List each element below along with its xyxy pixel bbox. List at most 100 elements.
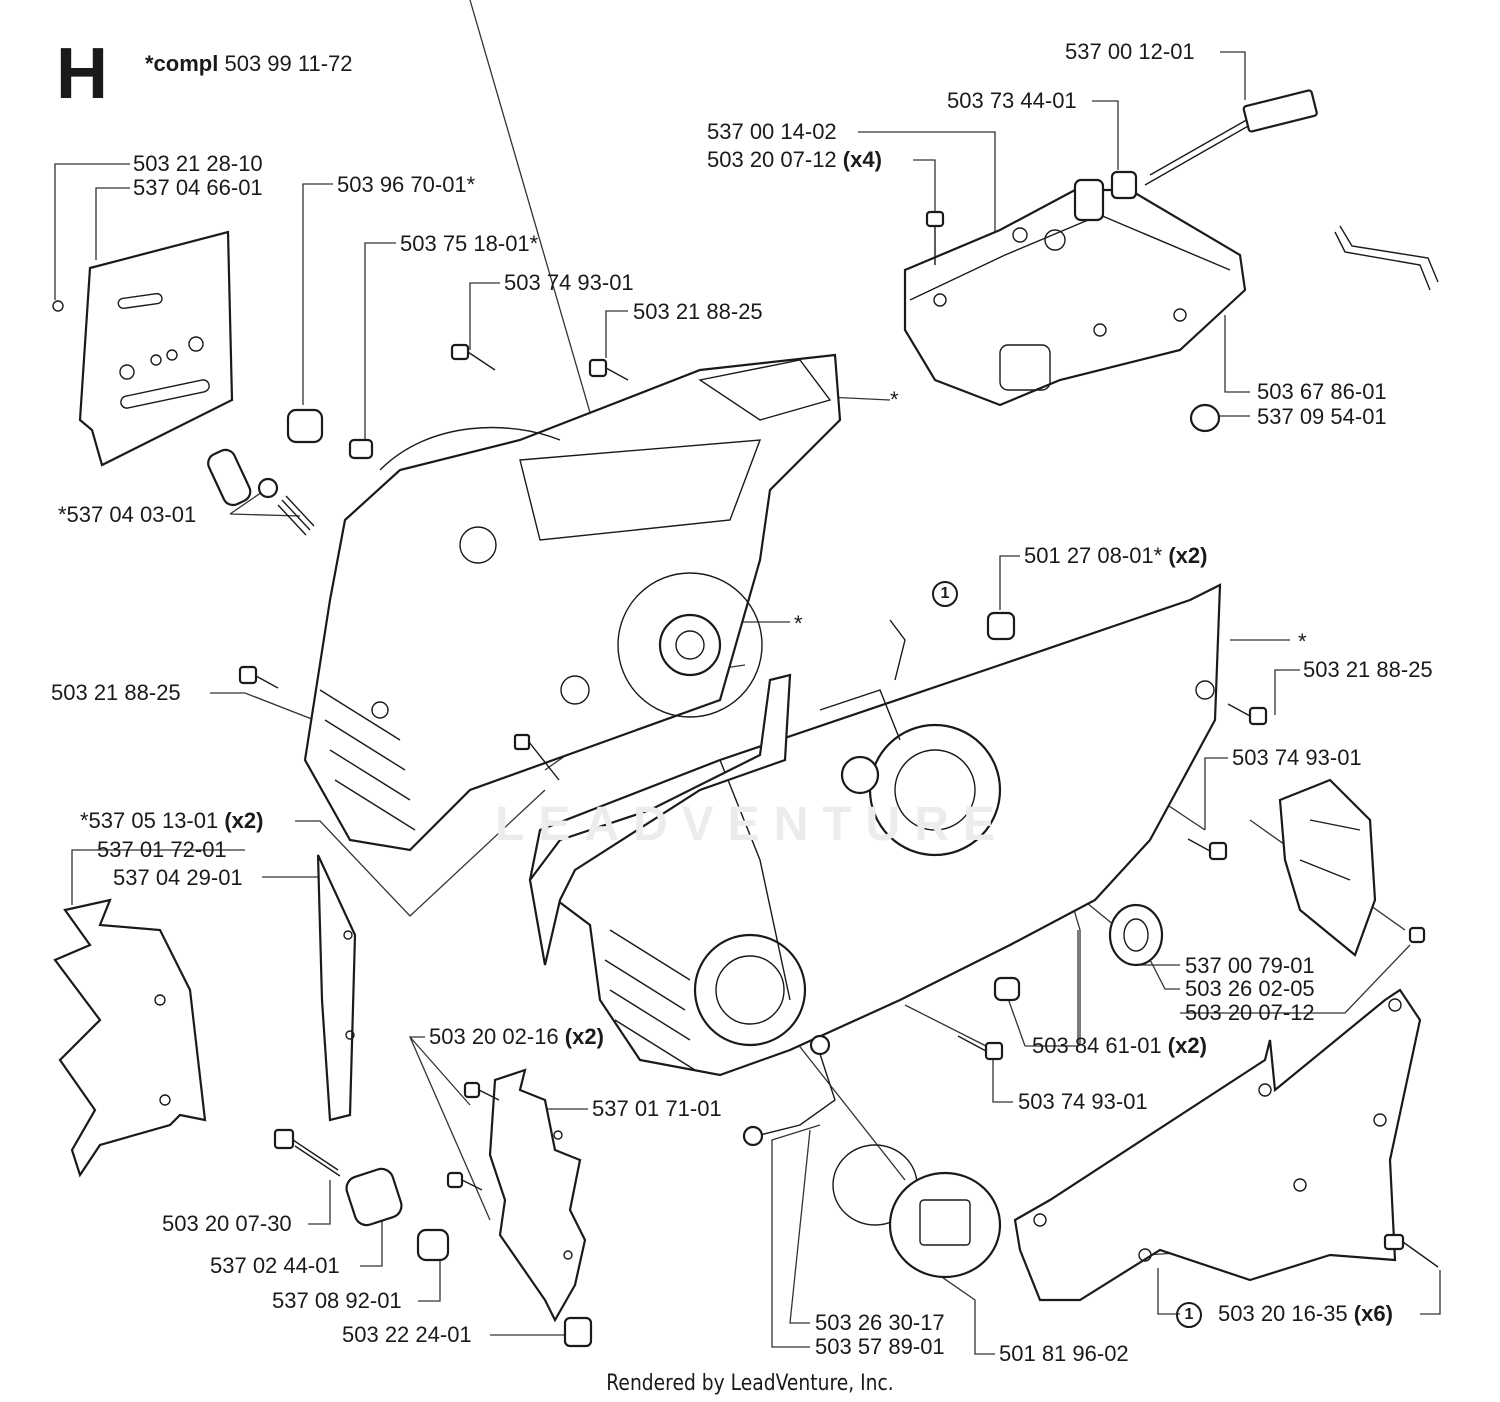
part-quantity: (x4)	[842, 147, 882, 172]
part-label-503-21-88-25-b[interactable]: 503 21 88-25	[1303, 658, 1433, 682]
part-number: 537 01 71-01	[592, 1096, 722, 1121]
complete-assembly-number: *compl 503 99 11-72	[145, 51, 353, 77]
part-quantity: (x2)	[1168, 543, 1208, 568]
chain-catcher-lower	[446, 1068, 587, 1323]
part-label-537-04-03-01[interactable]: *537 04 03-01	[58, 503, 196, 527]
part-quantity: (x2)	[224, 808, 264, 833]
part-label-503-74-93-01-b[interactable]: 503 74 93-01	[1232, 746, 1362, 770]
part-number: 503 74 93-01	[1232, 745, 1362, 770]
part-label-503-74-93-01-c[interactable]: 503 74 93-01	[1018, 1090, 1148, 1114]
part-quantity: (x2)	[564, 1024, 604, 1049]
part-number: 503 73 44-01	[947, 88, 1077, 113]
part-number: 537 04 66-01	[133, 175, 263, 200]
part-label-503-20-02-16-x2[interactable]: 503 20 02-16 (x2)	[429, 1025, 604, 1049]
filler-plug	[1189, 403, 1221, 433]
asterisk-marker: *	[794, 611, 803, 636]
part-label-503-21-28-10[interactable]: 503 21 28-10	[133, 152, 263, 176]
chain-guide-plate	[52, 230, 234, 467]
grommet	[1110, 170, 1138, 200]
part-number: *537 04 03-01	[58, 502, 197, 527]
part-number: *537 05 13-01	[80, 808, 219, 833]
bushing-right-top	[986, 611, 1016, 641]
part-number: 503 21 88-25	[51, 680, 181, 705]
part-label-503-21-88-25-c[interactable]: 503 21 88-25	[51, 681, 181, 705]
part-label-503-67-86-01[interactable]: 503 67 86-01	[1257, 380, 1387, 404]
part-number: 503 20 16-35	[1218, 1301, 1348, 1326]
right-crankcase-half	[528, 583, 1222, 1077]
part-number: 537 00 14-02	[707, 119, 837, 144]
part-number: 503 20 07-12	[1185, 1000, 1315, 1025]
part-number: 537 09 54-01	[1257, 404, 1387, 429]
oil-seal	[1108, 903, 1164, 967]
part-number: 503 21 28-10	[133, 151, 263, 176]
screws-left	[238, 343, 629, 781]
part-label-503-26-02-05[interactable]: 503 26 02-05	[1185, 977, 1315, 1001]
part-number: 503 21 88-25	[1303, 657, 1433, 682]
part-label-503-57-89-01[interactable]: 503 57 89-01	[815, 1335, 945, 1359]
part-label-503-20-07-12[interactable]: 503 20 07-12	[1185, 1001, 1315, 1025]
wire-harness	[1144, 89, 1318, 186]
part-number: 501 27 08-01*	[1024, 543, 1163, 568]
asterisk-marker: *	[1298, 629, 1307, 654]
part-number: 503 67 86-01	[1257, 379, 1387, 404]
part-number: 503 75 18-01*	[400, 231, 539, 256]
pin-screw-stack	[273, 1128, 593, 1348]
part-number: 503 20 07-12	[707, 147, 837, 172]
section-letter: H	[56, 34, 108, 114]
compl-prefix: *compl	[145, 51, 219, 76]
callout-1-marker: 1	[1176, 1302, 1202, 1328]
part-number: 537 08 92-01	[272, 1288, 402, 1313]
chain-catcher-left	[53, 898, 207, 1178]
bushing-and-spring	[207, 408, 374, 536]
part-label-537-04-29-01[interactable]: 537 04 29-01	[113, 866, 243, 890]
callout-1-marker: 1	[932, 581, 958, 607]
part-quantity: (x6)	[1353, 1301, 1393, 1326]
part-label-537-00-12-01[interactable]: 537 00 12-01	[1065, 40, 1195, 64]
part-label-537-00-79-01[interactable]: 537 00 79-01	[1185, 954, 1315, 978]
part-number: 503 96 70-01*	[337, 172, 476, 197]
compl-number: 503 99 11-72	[224, 51, 353, 76]
part-number: 503 26 02-05	[1185, 976, 1315, 1001]
part-label-503-74-93-01-a[interactable]: 503 74 93-01	[504, 271, 634, 295]
credit-line: Rendered by LeadVenture, Inc.	[606, 1371, 894, 1396]
part-label-503-22-24-01[interactable]: 503 22 24-01	[342, 1323, 472, 1347]
part-label-537-04-66-01[interactable]: 537 04 66-01	[133, 176, 263, 200]
part-number: 503 74 93-01	[1018, 1089, 1148, 1114]
part-number: 503 20 07-30	[162, 1211, 292, 1236]
gasket-mid	[528, 619, 906, 966]
part-number: 501 81 96-02	[999, 1341, 1129, 1366]
part-number: 503 57 89-01	[815, 1334, 945, 1359]
part-number: 537 00 79-01	[1185, 953, 1315, 978]
screws-right	[957, 703, 1426, 1061]
part-label-501-81-96-02[interactable]: 501 81 96-02	[999, 1342, 1129, 1366]
oil-cap	[742, 1034, 1002, 1279]
part-label-537-01-71-01[interactable]: 537 01 71-01	[592, 1097, 722, 1121]
part-label-537-01-72-01[interactable]: 537 01 72-01	[97, 838, 227, 862]
part-label-503-96-70-01[interactable]: 503 96 70-01*	[337, 173, 475, 197]
part-number: 503 26 30-17	[815, 1310, 945, 1335]
part-number: 503 74 93-01	[504, 270, 634, 295]
part-label-503-20-16-35-x6[interactable]: 503 20 16-35 (x6)	[1218, 1302, 1393, 1326]
part-label-503-84-61-01-x2[interactable]: 503 84 61-01 (x2)	[1032, 1034, 1207, 1058]
part-label-537-09-54-01[interactable]: 537 09 54-01	[1257, 405, 1387, 429]
part-label-503-21-88-25-a[interactable]: 503 21 88-25	[633, 300, 763, 324]
part-label-503-73-44-01[interactable]: 503 73 44-01	[947, 89, 1077, 113]
part-label-503-20-07-12-x4[interactable]: 503 20 07-12 (x4)	[707, 148, 882, 172]
part-label-503-26-30-17[interactable]: 503 26 30-17	[815, 1311, 945, 1335]
part-label-503-20-07-30[interactable]: 503 20 07-30	[162, 1212, 292, 1236]
part-label-537-00-14-02[interactable]: 537 00 14-02	[707, 120, 837, 144]
part-label-503-75-18-01[interactable]: 503 75 18-01*	[400, 232, 538, 256]
gasket-strip	[316, 854, 357, 1122]
part-label-537-02-44-01[interactable]: 537 02 44-01	[210, 1254, 340, 1278]
watermark: LEADVENTURE	[495, 798, 1010, 851]
part-label-537-05-13-01-x2[interactable]: *537 05 13-01 (x2)	[80, 809, 263, 833]
part-number: 537 02 44-01	[210, 1253, 340, 1278]
part-label-501-27-08-01-x2[interactable]: 501 27 08-01* (x2)	[1024, 544, 1207, 568]
part-label-537-08-92-01[interactable]: 537 08 92-01	[272, 1289, 402, 1313]
bushing-right-bottom	[993, 976, 1021, 1002]
part-number: 503 21 88-25	[633, 299, 763, 324]
asterisk-marker: *	[890, 387, 899, 412]
part-number: 537 04 29-01	[113, 865, 243, 890]
